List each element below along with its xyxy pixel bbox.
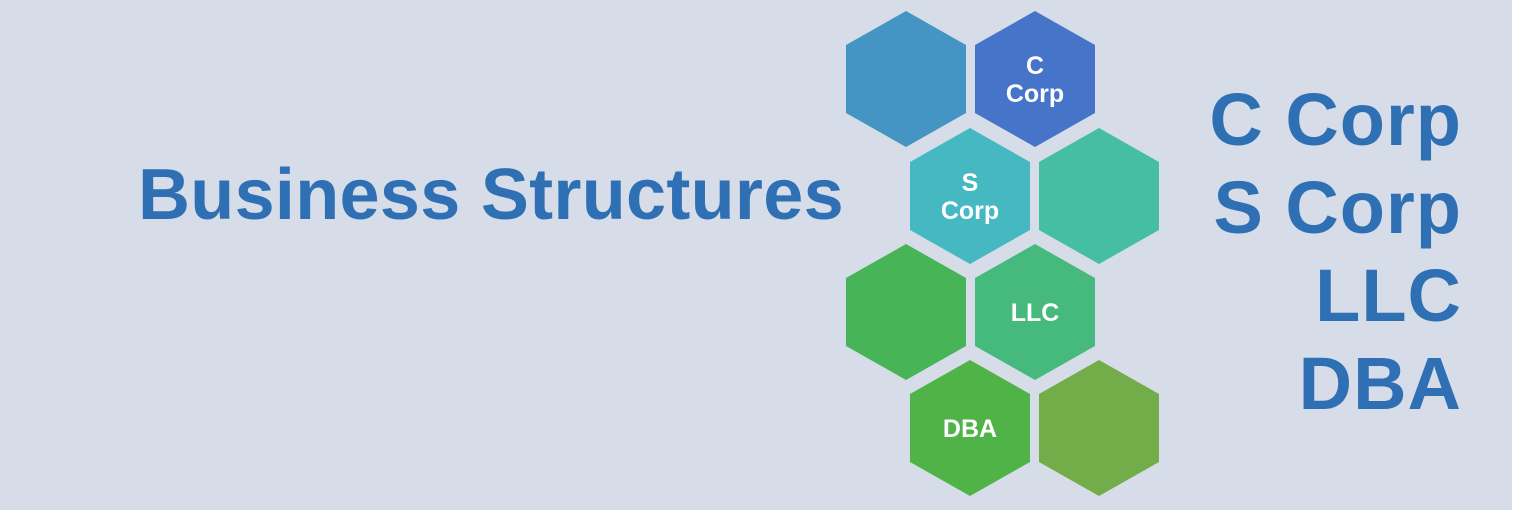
hexagon-shape	[975, 11, 1095, 147]
hexagon-label: Corp	[1006, 80, 1064, 108]
structure-item-dba: DBA	[1298, 342, 1462, 425]
hexagon-blank-2	[1039, 128, 1159, 264]
hexagon-dba: DBA	[910, 360, 1030, 496]
hexagon-shape	[1039, 360, 1159, 496]
hexagon-shape	[846, 11, 966, 147]
hexagon-label: S	[962, 169, 979, 197]
hexagon-shape	[910, 360, 1030, 496]
structure-item-c-corp: C Corp	[1209, 78, 1462, 161]
hexagon-blank-3	[846, 244, 966, 380]
hexagon-shape	[910, 128, 1030, 264]
hexagon-blank-1	[846, 11, 966, 147]
hexagon-label: DBA	[943, 415, 997, 443]
hexagon-shape	[846, 244, 966, 380]
hexagon-llc: LLC	[975, 244, 1095, 380]
hexagon-label: Corp	[941, 197, 999, 225]
hexagon-blank-4	[1039, 360, 1159, 496]
structure-item-llc: LLC	[1315, 254, 1462, 337]
hexagon-shape	[1039, 128, 1159, 264]
hexagon-label: C	[1026, 52, 1044, 80]
hexagon-shape	[975, 244, 1095, 380]
structure-list: C Corp S Corp LLC DBA	[1209, 76, 1462, 428]
hexagon-label: LLC	[1011, 299, 1060, 327]
structure-item-s-corp: S Corp	[1213, 166, 1462, 249]
page-title: Business Structures	[138, 155, 844, 235]
